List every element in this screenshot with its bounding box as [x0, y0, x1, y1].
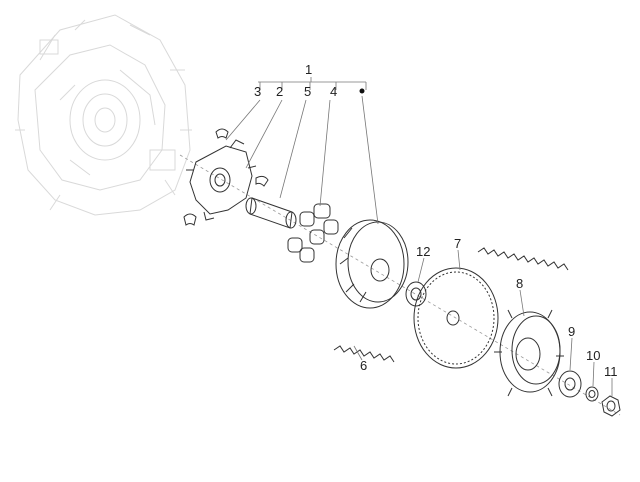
callout-9: 9 — [568, 324, 575, 339]
part-7-gear — [413, 267, 499, 369]
part-9-flange — [558, 370, 582, 398]
pulley-half — [335, 219, 409, 309]
part-8-clutch — [494, 309, 564, 397]
part-11-nut — [601, 395, 621, 417]
part-3-slides — [183, 128, 229, 226]
part-5-sleeve — [245, 197, 297, 229]
part-6-spring — [333, 345, 395, 363]
crankcase-ghost — [15, 14, 192, 216]
callout-4: 4 — [330, 84, 337, 99]
callout-8: 8 — [516, 276, 523, 291]
callout-1: 1 — [305, 62, 312, 77]
callout-2: 2 — [276, 84, 283, 99]
part-10-washer — [585, 386, 599, 402]
clip — [255, 175, 269, 187]
callout-12: 12 — [416, 244, 430, 259]
spring-upper — [477, 247, 569, 271]
bullet-marker — [359, 88, 365, 94]
callout-11: 11 — [604, 364, 618, 379]
part-4-rollers — [287, 203, 339, 263]
callout-5: 5 — [304, 84, 311, 99]
callout-3: 3 — [254, 84, 261, 99]
callout-7: 7 — [454, 236, 461, 251]
part-2-ramp-plate — [186, 139, 257, 221]
leader-lines — [225, 77, 613, 396]
callout-10: 10 — [586, 348, 600, 363]
part-12-washer — [405, 281, 427, 307]
callout-6: 6 — [360, 358, 367, 373]
